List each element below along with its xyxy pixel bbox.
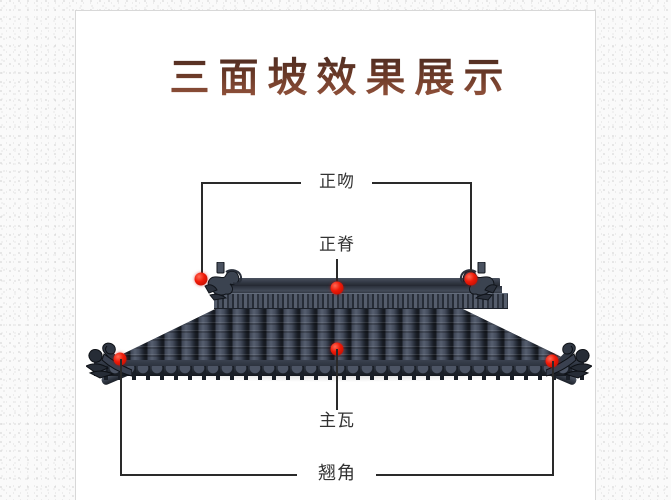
marker-zhengwen-left [194,272,208,286]
qiaojiao-bracket-bottom-left [120,474,297,476]
marker-zhengji [330,281,344,295]
qiaojiao-leader-left [120,359,122,476]
label-zhengwen: 正吻 [319,172,355,192]
roof-tiles [94,306,584,368]
main-ridge-body [220,286,502,294]
roof-diagram: 正吻 正脊 主瓦 翘角 [76,11,595,500]
page-title: 三面坡效果展示 [76,53,595,103]
ridge-carved-band [214,293,508,309]
ridge-ornament-left [202,261,246,302]
qiaojiao-bracket-bottom-right [376,474,554,476]
tile-roof-illustration [85,256,593,387]
label-zhuwa: 主瓦 [319,411,355,431]
qiaojiao-leader-right [552,361,554,476]
zhuwa-leader [336,349,338,410]
roof-eave-tile-ends [94,366,584,381]
main-ridge [222,278,500,287]
label-zhengji: 正脊 [319,235,355,255]
zhengwen-leader-right [470,182,472,281]
zhengji-leader [336,259,338,288]
content-card: 三面坡效果展示 [75,10,596,500]
ridge-ornament-right [456,261,500,302]
label-qiaojiao: 翘角 [318,463,356,484]
zhengwen-leader-left [201,182,203,281]
zhengwen-bracket-top-right [372,182,472,184]
marker-zhengwen-right [464,272,478,286]
zhengwen-bracket-top-left [201,182,301,184]
